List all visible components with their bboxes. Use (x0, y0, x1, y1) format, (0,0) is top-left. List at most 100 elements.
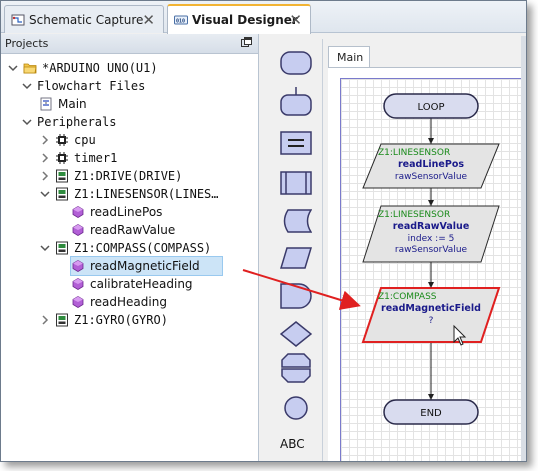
tree-item-label: timer1 (74, 151, 118, 165)
close-icon[interactable]: ✕ (142, 11, 155, 29)
mouse-cursor-icon (453, 324, 467, 346)
flowchart-diagram: LOOPZ1:LINESENSORreadLinePosrawSensorVal… (361, 93, 501, 425)
vertical-scrollbar[interactable] (521, 36, 526, 461)
tree-item-label: cpu (74, 133, 96, 147)
event-block-shape[interactable] (280, 51, 312, 75)
peripheral-name: Z1:COMPASS (378, 292, 437, 302)
flowchart-file-icon (40, 97, 52, 111)
tree-item[interactable]: timer1 (39, 149, 117, 167)
chevron-down-icon[interactable] (7, 62, 19, 74)
method-name: readMagneticField (381, 303, 481, 314)
tree-item-label: readLinePos (90, 205, 163, 219)
tree-item[interactable]: Z1:DRIVE(DRIVE) (39, 167, 182, 185)
tree-item-label: readRawValue (90, 223, 176, 237)
folder-icon (23, 63, 37, 74)
tree-item[interactable]: readHeading (71, 293, 167, 311)
tree-item[interactable]: Flowchart Files (21, 77, 145, 95)
tab-label: Schematic Capture (29, 12, 144, 27)
terminal-block[interactable]: LOOP (383, 93, 479, 119)
tab-visual-designer[interactable]: 010 Visual Designer ✕ (167, 4, 311, 34)
method-icon (72, 278, 84, 290)
io-shape[interactable] (280, 247, 312, 269)
tree-item[interactable]: calibrateHeading (71, 275, 193, 293)
tree-item[interactable]: readRawValue (71, 221, 175, 239)
chevron-down-icon[interactable] (21, 80, 33, 92)
tree-item[interactable]: Peripherals (21, 113, 116, 131)
block-argument: rawSensorValue (395, 172, 468, 182)
delay-shape[interactable] (280, 283, 312, 309)
tree-item-label: calibrateHeading (90, 277, 193, 291)
peripheral-icon (56, 313, 68, 327)
tab-main-flowchart[interactable]: Main (328, 46, 370, 68)
tree-item[interactable]: cpu (39, 131, 96, 149)
peripheral-icon (56, 187, 68, 201)
tree-item-label: Z1:LINESENSOR(LINES… (74, 187, 219, 201)
chevron-right-icon[interactable] (39, 170, 51, 182)
decision-shape[interactable] (280, 321, 312, 347)
tree-item[interactable]: Z1:COMPASS(COMPASS) (39, 239, 211, 257)
tree-item-label: readHeading (90, 295, 167, 309)
tree-item[interactable]: Z1:GYRO(GYRO) (39, 311, 168, 329)
schematic-icon (11, 14, 25, 25)
tree-item-label: *ARDUINO UNO(U1) (42, 61, 158, 75)
tree-item-label: Z1:COMPASS(COMPASS) (74, 241, 212, 255)
call-sub-shape[interactable] (280, 171, 312, 195)
projects-panel: Projects *ARDUINO UNO(U1) Flowchart Files… (1, 34, 259, 461)
terminal-block[interactable]: END (383, 399, 479, 425)
flow-arrowhead (428, 394, 434, 400)
peripheral-icon (56, 169, 68, 183)
connector-shape[interactable] (280, 395, 312, 421)
tree-item[interactable]: *ARDUINO UNO(U1) (7, 59, 158, 77)
subroutine-shape[interactable] (280, 87, 312, 117)
peripheral-name: Z1:LINESENSOR (378, 210, 450, 220)
terminal-label: LOOP (418, 102, 445, 113)
storage-shape[interactable] (280, 209, 312, 233)
projects-title: Projects (5, 37, 49, 50)
peripheral-icon (56, 241, 68, 255)
visual-designer-icon: 010 (174, 15, 188, 25)
assignment-shape[interactable] (280, 131, 312, 155)
chevron-right-icon[interactable] (39, 134, 51, 146)
flowchart-grid (340, 78, 526, 461)
tab-schematic-capture[interactable]: Schematic Capture ✕ (4, 5, 164, 33)
svg-text:010: 010 (176, 19, 185, 25)
loop-shape[interactable] (280, 353, 312, 383)
float-panel-icon[interactable] (241, 37, 252, 48)
chip-icon (56, 152, 68, 164)
tree-item-label: readMagneticField (90, 259, 200, 273)
tab-label: Visual Designer (192, 13, 298, 27)
block-argument: index := 5 (408, 234, 455, 244)
close-icon[interactable]: ✕ (289, 11, 302, 29)
method-icon (72, 296, 84, 308)
block-argument: rawSensorValue (395, 245, 468, 255)
chevron-right-icon[interactable] (39, 152, 51, 164)
tree-item-label: Flowchart Files (37, 79, 146, 93)
tree-item[interactable]: readLinePos (71, 203, 162, 221)
tree-item[interactable]: readMagneticField (70, 256, 223, 276)
chevron-down-icon[interactable] (21, 116, 33, 128)
method-name: readLinePos (398, 159, 464, 170)
tree-item-label: Main (58, 97, 87, 111)
tree-item-label: Z1:DRIVE(DRIVE) (74, 169, 183, 183)
tree-item[interactable]: Z1:LINESENSOR(LINES… (39, 185, 219, 203)
chevron-right-icon[interactable] (39, 314, 51, 326)
block-argument: ? (429, 316, 434, 326)
peripheral-name: Z1:LINESENSOR (378, 148, 450, 158)
method-name: readRawValue (393, 221, 470, 232)
tree-item[interactable]: Main (39, 95, 87, 113)
chip-icon (56, 134, 68, 146)
comment-text-shape[interactable]: ABC (280, 437, 305, 451)
terminal-label: END (420, 408, 442, 419)
chevron-down-icon[interactable] (39, 188, 51, 200)
flow-arrowhead (428, 200, 434, 206)
method-icon (72, 206, 84, 218)
method-icon (72, 224, 84, 236)
flow-arrowhead (428, 282, 434, 288)
flow-arrowhead (428, 138, 434, 144)
method-icon (72, 260, 84, 272)
chevron-down-icon[interactable] (39, 242, 51, 254)
